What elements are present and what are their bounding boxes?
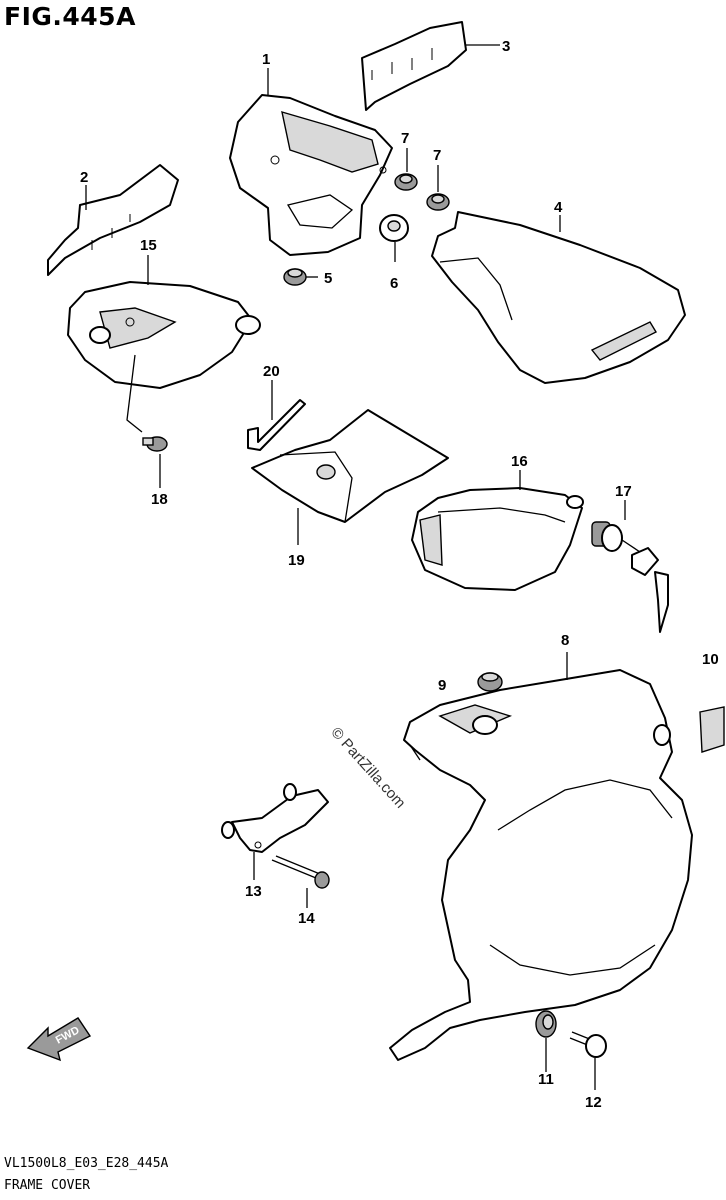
- part-9-grommet: [477, 672, 503, 692]
- part-3-trim: [361, 21, 467, 111]
- callout-labels: 1 2 3 4 5 6 7 7 8 9 10 11 12 13 14 15 16…: [80, 38, 719, 1111]
- callout-6: 6: [390, 275, 398, 292]
- callout-11: 11: [538, 1071, 554, 1088]
- fwd-direction-arrow: FWD: [26, 1017, 92, 1062]
- callout-13: 13: [245, 883, 262, 900]
- callout-19: 19: [288, 552, 305, 569]
- part-14-bolt: [271, 855, 330, 889]
- callout-7a: 7: [401, 130, 409, 147]
- part-20-hex-wrench: [247, 399, 306, 451]
- callout-1: 1: [262, 51, 270, 68]
- section-title: FRAME COVER: [4, 1178, 91, 1193]
- part-7-grommet-b: [426, 193, 450, 211]
- part-13-bracket: [221, 783, 329, 853]
- part-8-left-side-cover: [389, 669, 693, 1061]
- figure-title: FIG.445A: [4, 2, 136, 31]
- part-4-frame-cover: [431, 211, 686, 384]
- part-1-bracket: [229, 94, 393, 256]
- callout-8: 8: [561, 632, 569, 649]
- callout-16: 16: [511, 453, 528, 470]
- callout-10: 10: [702, 651, 719, 668]
- callout-18: 18: [151, 491, 168, 508]
- part-2-trim: [47, 164, 179, 276]
- callout-15: 15: [140, 237, 157, 254]
- part-18-bolt: [126, 354, 168, 452]
- callout-4: 4: [554, 199, 563, 216]
- part-7-grommet-a: [394, 173, 418, 191]
- callout-17: 17: [615, 483, 632, 500]
- callout-2: 2: [80, 169, 88, 186]
- callout-14: 14: [298, 910, 315, 927]
- part-10-decal: [699, 706, 725, 753]
- part-16-tool-box: [411, 487, 584, 591]
- part-6-collar: [379, 214, 409, 242]
- part-12-screw: [569, 1031, 607, 1058]
- part-15-left-cover: [67, 281, 261, 389]
- part-11-grommet: [535, 1010, 557, 1038]
- part-17-lock-and-key: [591, 521, 669, 633]
- callout-7b: 7: [433, 147, 441, 164]
- part-19-tool-bag: [251, 409, 449, 523]
- callout-9: 9: [438, 677, 446, 694]
- callout-5: 5: [324, 270, 332, 287]
- callout-20: 20: [263, 363, 280, 380]
- callout-3: 3: [502, 38, 510, 55]
- part-5-grommet: [283, 268, 307, 286]
- callout-12: 12: [585, 1094, 602, 1111]
- model-code: VL1500L8_E03_E28_445A: [4, 1156, 169, 1171]
